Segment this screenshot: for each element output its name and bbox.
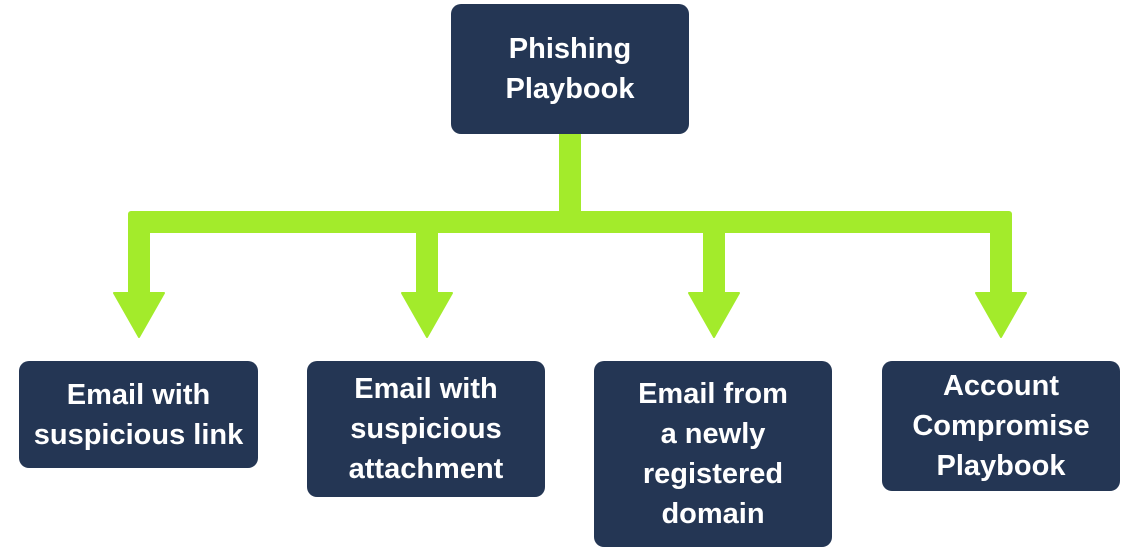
arrowhead-icon bbox=[688, 292, 740, 338]
edge-arrow-newly-registered-domain bbox=[688, 222, 740, 338]
node-line: registered bbox=[642, 458, 784, 490]
node-phishing-playbook: Phishing Playbook bbox=[451, 4, 689, 134]
node-line: suspicious bbox=[350, 413, 502, 445]
node-suspicious-link: Email with suspicious link bbox=[19, 361, 258, 468]
edge-arrow-suspicious-attachment bbox=[401, 222, 453, 338]
node-line: Playbook bbox=[936, 450, 1066, 482]
node-line: a newly bbox=[660, 418, 766, 450]
arrowhead-icon bbox=[975, 292, 1027, 338]
node-line: attachment bbox=[348, 453, 504, 485]
node-suspicious-attachment: Email with suspicious attachment bbox=[307, 361, 545, 497]
arrowhead-icon bbox=[401, 292, 453, 338]
edge-arrow-account-compromise-playbook bbox=[975, 222, 1027, 338]
node-line: Phishing bbox=[508, 33, 632, 65]
node-line: Email from bbox=[638, 378, 788, 410]
node-line: suspicious link bbox=[33, 418, 244, 451]
edge-arrow-suspicious-link bbox=[113, 222, 165, 338]
node-line: Email with bbox=[354, 373, 498, 405]
node-line: Account bbox=[942, 370, 1059, 402]
node-account-compromise-playbook: Account Compromise Playbook bbox=[882, 361, 1120, 491]
arrowhead-icon bbox=[113, 292, 165, 338]
node-newly-registered-domain: Email from a newly registered domain bbox=[594, 361, 832, 547]
root-stem bbox=[559, 134, 581, 233]
node-line: domain bbox=[661, 498, 765, 530]
horizontal-bus bbox=[128, 211, 1012, 233]
node-line: Email with bbox=[66, 378, 211, 411]
node-line: Playbook bbox=[505, 73, 635, 105]
node-line: Compromise bbox=[912, 410, 1090, 442]
